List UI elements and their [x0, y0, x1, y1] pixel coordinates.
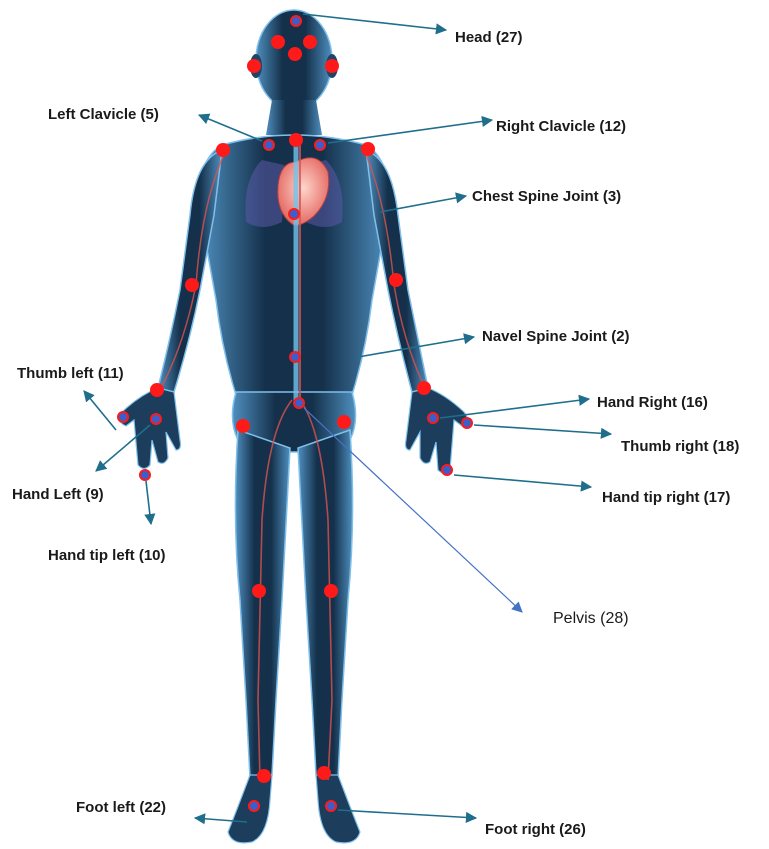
right-clavicle-arrow [328, 120, 492, 143]
neck-shape [266, 100, 322, 135]
elbow-right-joint [389, 273, 403, 287]
left-leg-shape [235, 430, 290, 778]
right-clavicle-label: Right Clavicle (12) [496, 118, 626, 135]
right-hand-shape [406, 388, 468, 473]
foot-right-arrow [338, 810, 476, 818]
hand-right-joint [428, 413, 438, 423]
hip-left-joint [236, 419, 250, 433]
foot-left-label: Foot left (22) [76, 799, 166, 816]
hand-tip-right-label: Hand tip right (17) [602, 489, 730, 506]
hand-tip-right-joint [442, 465, 452, 475]
hip-right-joint [337, 415, 351, 429]
left-clavicle-label: Left Clavicle (5) [48, 106, 159, 123]
wrist-left-joint [150, 383, 164, 397]
hand-tip-left-arrow [146, 481, 151, 524]
right-foot-shape [316, 775, 360, 843]
head-arrow [303, 14, 446, 30]
head-joint [291, 16, 301, 26]
hand-tip-left-joint [140, 470, 150, 480]
eye-right-joint [303, 35, 317, 49]
nose-joint [288, 47, 302, 61]
pelvis-label: Pelvis (28) [553, 610, 629, 627]
ear-left-joint [247, 59, 261, 73]
ankle-right-joint [317, 766, 331, 780]
head-label: Head (27) [455, 29, 523, 46]
knee-right-joint [324, 584, 338, 598]
chest-spine-label: Chest Spine Joint (3) [472, 188, 621, 205]
thumb-right-joint [462, 418, 472, 428]
hand-tip-left-label: Hand tip left (10) [48, 547, 166, 564]
hand-left-joint [151, 414, 161, 424]
joint-labels: Head (27) Left Clavicle (5) Right Clavic… [12, 29, 739, 838]
right-leg-shape [298, 430, 353, 778]
foot-right-joint [326, 801, 336, 811]
ankle-left-joint [257, 769, 271, 783]
shoulder-right-joint [361, 142, 375, 156]
neck-joint [289, 133, 303, 147]
ear-right-joint [325, 59, 339, 73]
eye-left-joint [271, 35, 285, 49]
thumb-left-label: Thumb left (11) [17, 365, 124, 382]
thumb-right-label: Thumb right (18) [621, 438, 739, 455]
thumb-left-arrow [84, 391, 116, 430]
navel-spine-joint [290, 352, 300, 362]
knee-left-joint [252, 584, 266, 598]
right-clavicle-joint [315, 140, 325, 150]
left-clavicle-joint [264, 140, 274, 150]
navel-spine-label: Navel Spine Joint (2) [482, 328, 630, 345]
elbow-left-joint [185, 278, 199, 292]
hand-tip-right-arrow [454, 475, 591, 487]
hand-right-label: Hand Right (16) [597, 394, 708, 411]
shoulder-left-joint [216, 143, 230, 157]
thumb-left-joint [118, 412, 128, 422]
left-hand-shape [120, 388, 181, 469]
foot-right-label: Foot right (26) [485, 821, 586, 838]
hand-right-arrow [440, 399, 589, 418]
hand-left-label: Hand Left (9) [12, 486, 104, 503]
foot-left-joint [249, 801, 259, 811]
chest-spine-joint [289, 209, 299, 219]
thumb-right-arrow [474, 425, 611, 434]
left-clavicle-arrow [199, 115, 262, 141]
wrist-right-joint [417, 381, 431, 395]
pelvis-joint [294, 398, 304, 408]
